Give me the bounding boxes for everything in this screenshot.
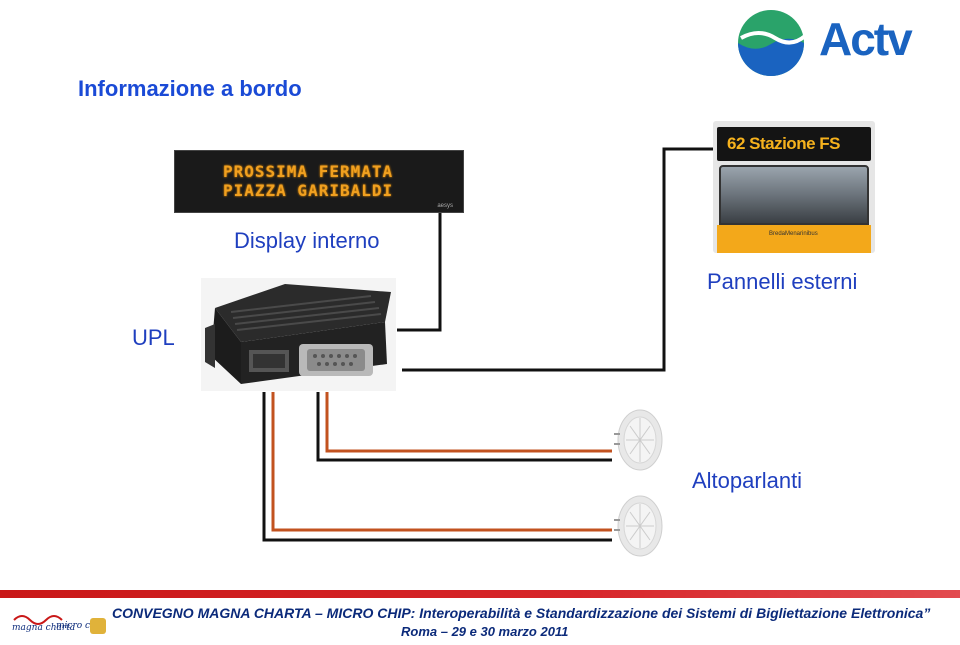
label-display-interno: Display interno — [234, 228, 380, 253]
led-line-2: PIAZZA GARIBALDI — [223, 181, 394, 200]
bus-front-image: 62 Stazione FS BredaMenarinibus — [713, 121, 875, 253]
wire-speaker2-red — [271, 392, 612, 532]
bus-body: BredaMenarinibus — [717, 225, 871, 253]
actv-logo: Actv — [735, 8, 913, 78]
led-brand: aesys — [437, 203, 453, 209]
actv-logo-icon — [738, 10, 807, 76]
bus-destination-sign: 62 Stazione FS — [717, 127, 871, 161]
magna-charta-micro-chip-logo: magna charta micro chip — [12, 615, 106, 634]
wire-speaker1-red — [325, 392, 612, 453]
upl-device-icon — [205, 284, 391, 384]
footer-conference-title: CONVEGNO MAGNA CHARTA – MICRO CHIP: Inte… — [112, 605, 931, 621]
wire-pannelli — [402, 147, 714, 372]
actv-logo-text: Actv — [819, 13, 913, 65]
bus-sign-text: 62 Stazione FS — [727, 134, 840, 153]
label-pannelli-esterni: Pannelli esterni — [707, 269, 858, 294]
wire-display — [397, 208, 442, 332]
upl-unit-image — [201, 278, 396, 391]
bus-brand: BredaMenarinibus — [769, 231, 818, 237]
speaker-icon — [614, 409, 663, 471]
wire-speaker2-black — [262, 392, 612, 542]
speaker-1-image — [612, 408, 666, 472]
label-upl: UPL — [132, 325, 175, 350]
footer-bar — [0, 590, 960, 598]
footer-logo-text-1: magna charta — [12, 623, 75, 633]
speaker-icon — [614, 495, 663, 557]
wire-speaker1-black — [316, 392, 612, 462]
footer-date-location: Roma – 29 e 30 marzo 2011 — [401, 624, 569, 639]
led-line-1: PROSSIMA FERMATA — [223, 162, 394, 181]
slide-title: Informazione a bordo — [78, 76, 302, 101]
internal-led-display: PROSSIMA FERMATA PIAZZA GARIBALDI aesys — [174, 150, 464, 213]
label-altoparlanti: Altoparlanti — [692, 468, 803, 493]
bus-windshield — [719, 165, 869, 225]
footer-logo-text-2: micro chip — [56, 621, 105, 631]
footer-logos: magna charta micro chip — [10, 610, 110, 640]
speaker-2-image — [612, 494, 666, 558]
